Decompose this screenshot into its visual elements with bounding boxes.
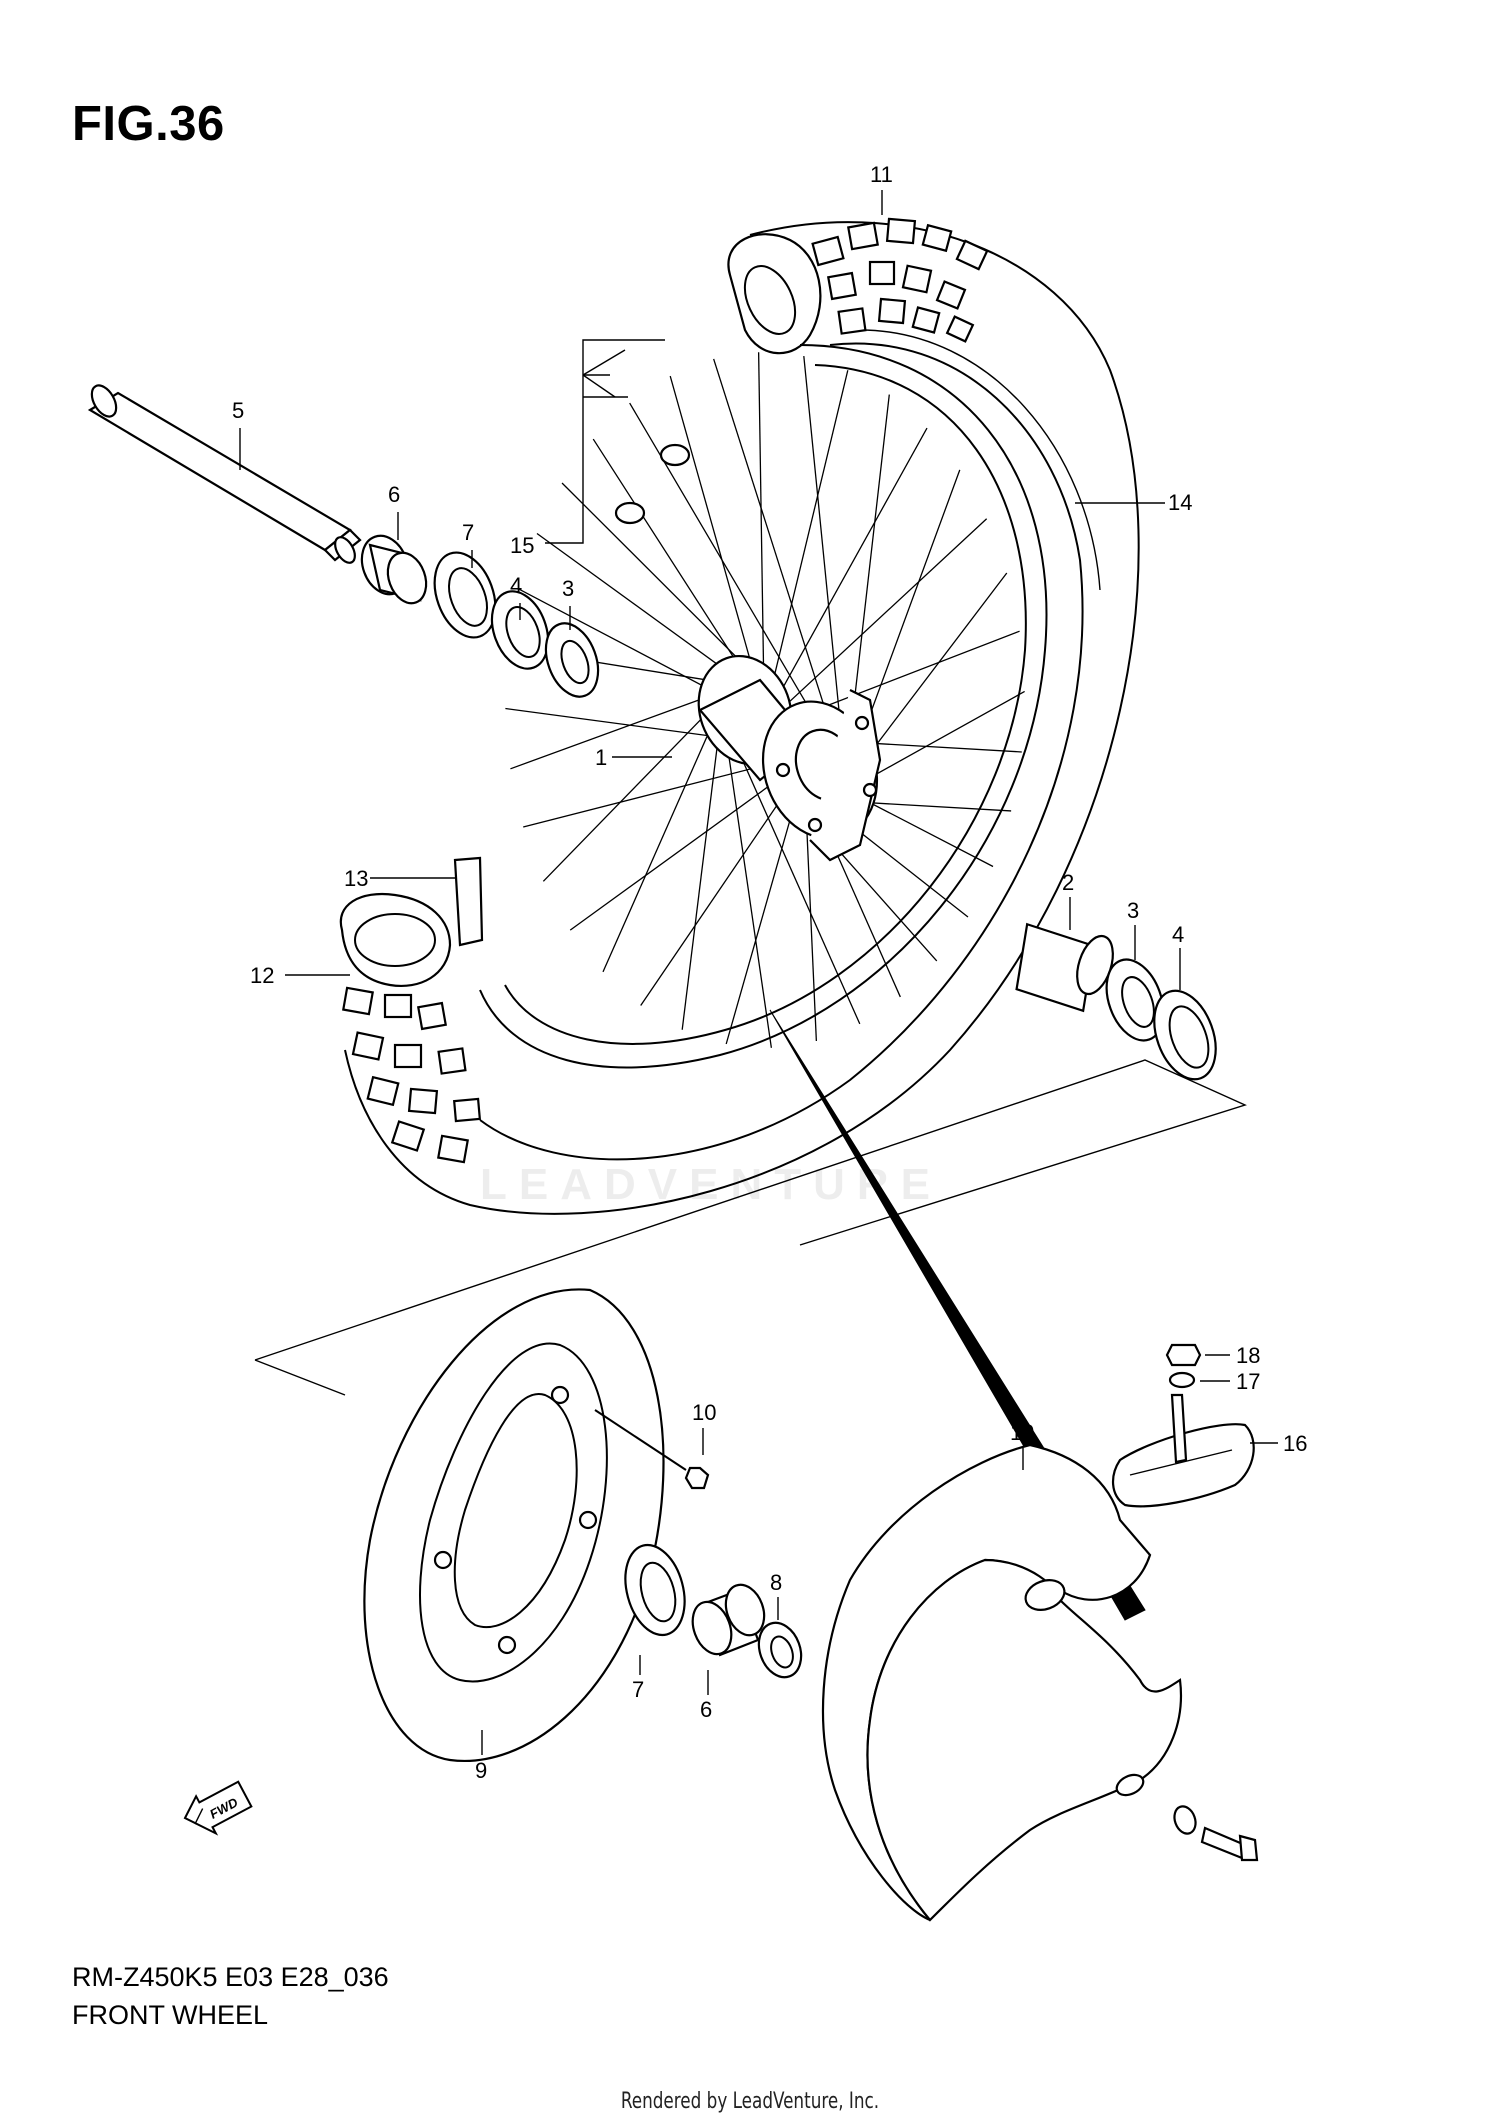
collar-left <box>360 534 428 605</box>
front-tire <box>339 217 1140 1215</box>
spoke <box>681 728 721 1030</box>
leader-lines <box>239 190 1278 1755</box>
callout-13: 13 <box>344 866 368 891</box>
spoke <box>640 782 793 1006</box>
rim-lock-washer <box>1168 1371 1196 1389</box>
spoke <box>602 716 717 973</box>
disc-bolt <box>594 1409 710 1490</box>
callout-14: 14 <box>1168 490 1192 515</box>
callout-6-upper: 6 <box>388 482 400 507</box>
bearing-left-2 <box>544 622 600 698</box>
callout-4-upper: 4 <box>510 573 522 598</box>
spoke <box>569 770 791 931</box>
spoke <box>669 375 756 677</box>
spoke <box>542 704 716 882</box>
spoke <box>774 518 988 716</box>
callout-6-lower: 6 <box>700 1697 712 1722</box>
bearing-right <box>1105 958 1165 1042</box>
callout-19: 19 <box>1010 1420 1034 1445</box>
callout-10: 10 <box>692 1400 716 1425</box>
callout-15: 15 <box>510 533 534 558</box>
rim-lock <box>1112 1393 1255 1508</box>
front-axle <box>87 384 362 564</box>
collar-left-lower <box>691 1583 766 1657</box>
spoke-nipples <box>614 443 691 525</box>
callout-3-lower: 3 <box>1127 898 1139 923</box>
tire-knobs-bottom <box>342 986 482 1164</box>
callout-2: 2 <box>1062 870 1074 895</box>
model-code: RM-Z450K5 E03 E28_036 <box>72 1962 389 1992</box>
callout-18: 18 <box>1236 1343 1260 1368</box>
figure-title: FIG.36 <box>72 97 225 151</box>
spoke <box>757 352 765 682</box>
spoke <box>803 355 844 747</box>
brake-disc <box>363 1288 665 1763</box>
watermark: LEADVENTURE <box>480 1160 943 1209</box>
spoke <box>770 370 849 692</box>
bearing-left-1 <box>490 590 550 670</box>
spoke <box>713 358 836 739</box>
callout-7-lower: 7 <box>632 1677 644 1702</box>
spoke <box>773 427 928 704</box>
spoke <box>510 692 719 770</box>
seal-right <box>1153 989 1217 1081</box>
front-hub <box>697 654 882 862</box>
rim <box>479 344 1048 1069</box>
spoke <box>592 438 745 675</box>
rim-lock-nut <box>1165 1343 1202 1367</box>
callout-labels: 11 5 6 7 4 3 15 14 1 2 3 4 13 12 18 17 1… <box>232 162 1307 1783</box>
spacer-left-lower <box>757 1621 803 1679</box>
callout-5: 5 <box>232 398 244 423</box>
spoke <box>536 532 735 677</box>
callout-16: 16 <box>1283 1431 1307 1456</box>
spoke <box>734 743 861 1025</box>
seal-left-lower <box>624 1543 686 1637</box>
callout-1: 1 <box>595 745 607 770</box>
front-fender <box>821 1443 1259 1922</box>
spoke <box>725 738 773 1048</box>
callout-12: 12 <box>250 963 274 988</box>
spoke <box>523 757 792 828</box>
footer-credit: Rendered by LeadVenture, Inc. <box>620 2089 880 2114</box>
forward-direction-badge: FWD <box>183 1780 253 1836</box>
perspective-guide-lines <box>254 1059 1247 1396</box>
spoke <box>725 793 799 1045</box>
seal-left <box>433 551 497 639</box>
callout-11: 11 <box>870 162 893 187</box>
callout-17: 17 <box>1236 1369 1260 1394</box>
callout-8: 8 <box>770 1570 782 1595</box>
callout-4-lower: 4 <box>1172 922 1184 947</box>
tire-knobs-top <box>811 217 989 343</box>
spacer-right <box>1015 922 1114 1013</box>
callout-7-upper: 7 <box>462 520 474 545</box>
spoke <box>804 801 818 1042</box>
fender-bolt <box>1173 1805 1259 1862</box>
section-title: FRONT WHEEL <box>72 2000 269 2030</box>
callout-9: 9 <box>475 1758 487 1783</box>
callout-3-upper: 3 <box>562 576 574 601</box>
